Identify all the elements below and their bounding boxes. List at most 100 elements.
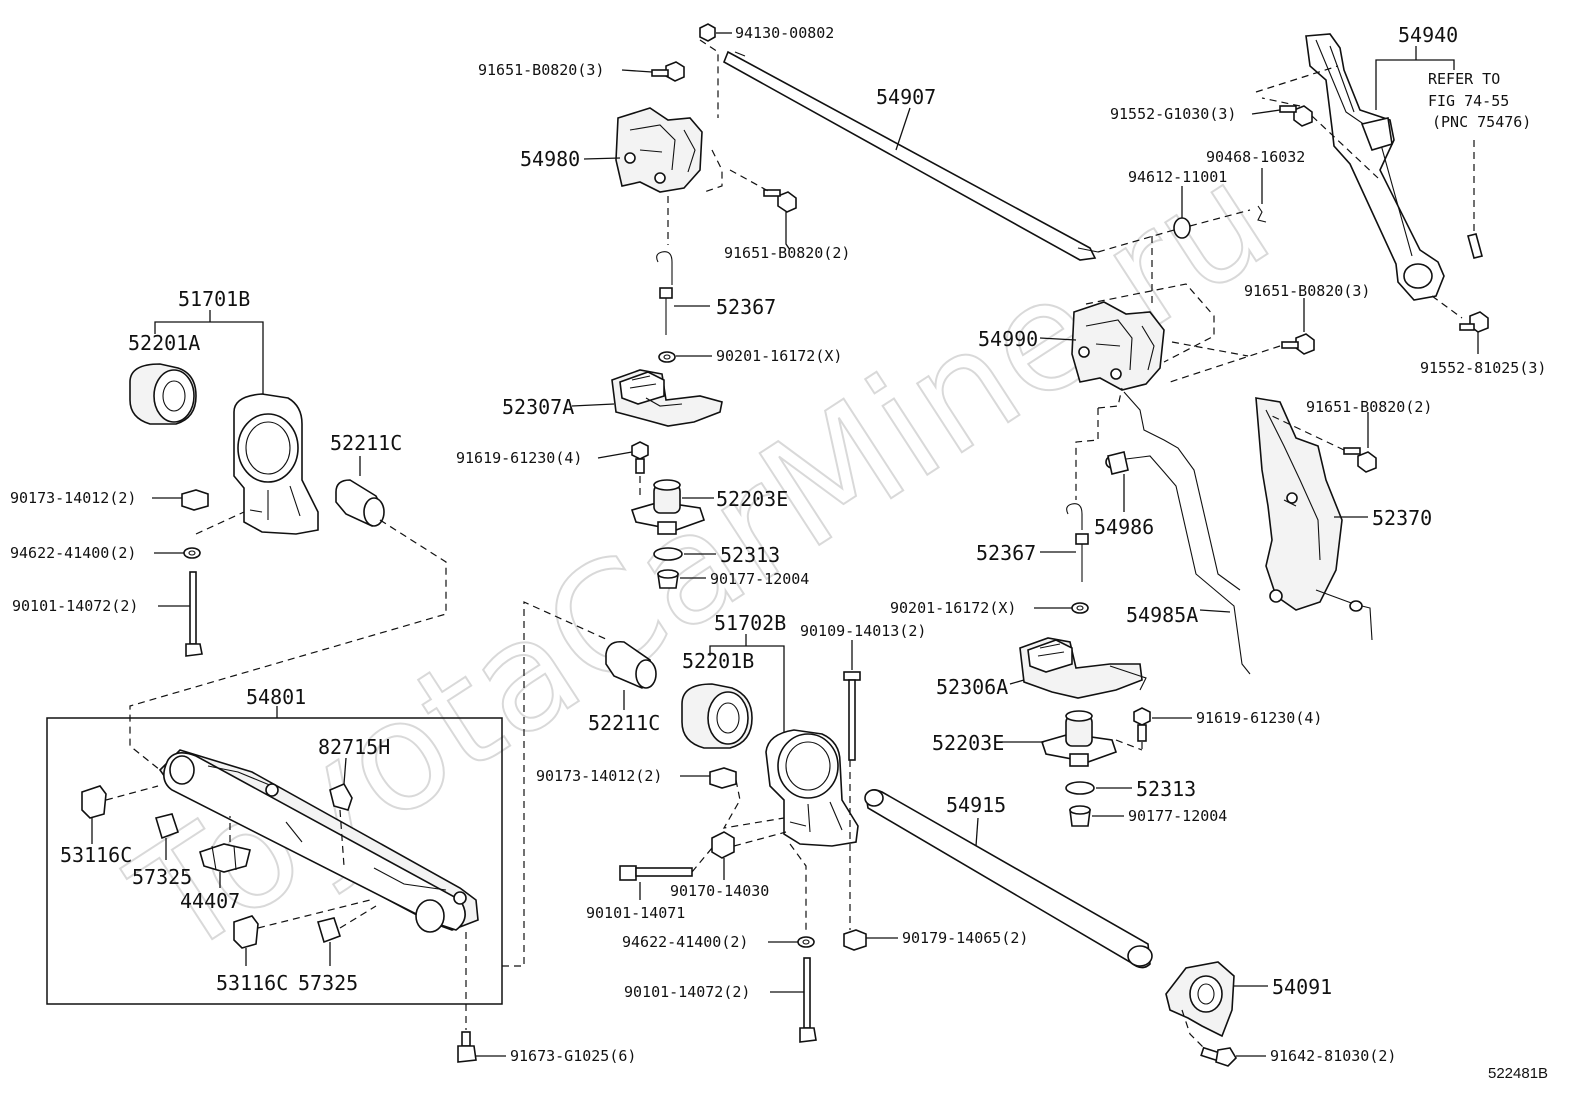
part-91619-bolt-a <box>631 441 649 474</box>
label-82715H: 82715H <box>318 735 390 759</box>
part-52307A-bracket <box>611 369 723 427</box>
part-54980-lock <box>615 107 703 193</box>
label-90101-14072-2-c: 90101-14072(2) <box>624 983 750 1001</box>
part-52203E-mount-a <box>630 479 706 535</box>
label-54907: 54907 <box>876 85 936 109</box>
part-52306A-bracket <box>1019 637 1147 699</box>
label-90173-14012-2-a: 90173-14012(2) <box>10 489 136 507</box>
part-90173-nut-b <box>709 767 737 789</box>
part-94622-washer-b <box>797 936 815 948</box>
label-91651-B0820-3-c: 91651-B0820(3) <box>1244 282 1370 300</box>
part-54907-rod <box>722 50 1099 261</box>
label-54801: 54801 <box>246 685 306 709</box>
label-91619-61230-4-a: 91619-61230(4) <box>456 449 582 467</box>
label-52203E-b: 52203E <box>932 731 1004 755</box>
part-52211C-sleeve-a <box>335 479 385 528</box>
label-94622-41400-2-a: 94622-41400(2) <box>10 544 136 562</box>
label-90170-14030: 90170-14030 <box>670 882 769 900</box>
label-94622-41400-2-b: 94622-41400(2) <box>622 933 748 951</box>
part-52313-washer-a <box>653 547 683 561</box>
part-54986-link <box>1107 451 1129 475</box>
part-90170-nut <box>711 831 735 859</box>
part-90179-nut <box>843 929 867 951</box>
label-90101-14071: 90101-14071 <box>586 904 685 922</box>
part-54091-bracket <box>1165 961 1235 1038</box>
part-91651-bolt-d <box>1343 447 1377 473</box>
part-91619-bolt-b <box>1133 707 1151 742</box>
part-51701B-bracket <box>233 393 319 535</box>
part-91552-bolt-b <box>1459 311 1489 333</box>
label-51702B: 51702B <box>714 611 786 635</box>
part-90177-nut-a <box>657 569 679 589</box>
part-90101-bolt-a <box>185 571 203 657</box>
label-53116C-b: 53116C <box>216 971 288 995</box>
part-90201-washer-a <box>658 351 676 363</box>
part-53116C-clip-a <box>81 785 107 819</box>
label-51701B: 51701B <box>178 287 250 311</box>
label-94612-11001: 94612-11001 <box>1128 168 1227 186</box>
label-90109-14013-2: 90109-14013(2) <box>800 622 926 640</box>
part-91673-bolt <box>457 1031 477 1063</box>
label-52313-a: 52313 <box>720 543 780 567</box>
part-94612-washer <box>1173 217 1191 239</box>
label-52370: 52370 <box>1372 506 1432 530</box>
part-91642-bolt <box>1200 1046 1238 1067</box>
label-91552-G1030-3: 91552-G1030(3) <box>1110 105 1236 123</box>
part-52367-hook-b <box>1066 503 1089 582</box>
part-54990-lock <box>1071 301 1165 391</box>
part-52367-hook-a <box>656 251 673 335</box>
label-90177-12004-b: 90177-12004 <box>1128 807 1227 825</box>
label-52307A: 52307A <box>502 395 574 419</box>
label-91651-B0820-3-a: 91651-B0820(3) <box>478 61 604 79</box>
label-54990: 54990 <box>978 327 1038 351</box>
part-94622-washer-a <box>183 547 201 559</box>
label-90101-14072-2-a: 90101-14072(2) <box>12 597 138 615</box>
label-90201-16172-X-a: 90201-16172(X) <box>716 347 842 365</box>
label-91651-B0820-2-b: 91651-B0820(2) <box>724 244 850 262</box>
label-54091: 54091 <box>1272 975 1332 999</box>
note-line-1: REFER TO <box>1428 70 1500 88</box>
part-51702B-bracket <box>765 729 859 847</box>
part-52370-bracket <box>1255 397 1373 641</box>
label-57325-a: 57325 <box>132 865 192 889</box>
label-54986: 54986 <box>1094 515 1154 539</box>
label-57325-b: 57325 <box>298 971 358 995</box>
part-94130-nut <box>699 23 716 42</box>
part-91552-bolt-a <box>1279 105 1313 127</box>
label-52367-b: 52367 <box>976 541 1036 565</box>
part-91651-bolt-c <box>1281 333 1315 355</box>
label-94130-00802: 94130-00802 <box>735 24 834 42</box>
part-54915-rod <box>864 788 1153 969</box>
label-52201B: 52201B <box>682 649 754 673</box>
label-90468-16032: 90468-16032 <box>1206 148 1305 166</box>
note-line-2: FIG 74-55 <box>1428 92 1509 110</box>
label-90179-14065-2: 90179-14065(2) <box>902 929 1028 947</box>
label-52201A: 52201A <box>128 331 200 355</box>
label-52211C-b: 52211C <box>588 711 660 735</box>
part-90177-nut-b <box>1069 805 1091 827</box>
part-54801-crossmember <box>158 749 479 933</box>
label-53116C-a: 53116C <box>60 843 132 867</box>
part-90468-clip <box>1257 205 1267 223</box>
label-90201-16172-X-b: 90201-16172(X) <box>890 599 1016 617</box>
label-91642-81030-2: 91642-81030(2) <box>1270 1047 1396 1065</box>
note-line-3: (PNC 75476) <box>1432 113 1531 131</box>
part-52313-washer-b <box>1065 781 1095 795</box>
label-54985A: 54985A <box>1126 603 1198 627</box>
part-52203E-mount-b <box>1040 710 1118 767</box>
label-91651-B0820-2-d: 91651-B0820(2) <box>1306 398 1432 416</box>
part-91651-bolt-a <box>651 61 685 82</box>
part-90101-bolt-c <box>799 957 817 1043</box>
part-57325-pad-b <box>316 917 342 944</box>
label-44407: 44407 <box>180 889 240 913</box>
label-90177-12004-a: 90177-12004 <box>710 570 809 588</box>
label-54980: 54980 <box>520 147 580 171</box>
label-52313-b: 52313 <box>1136 777 1196 801</box>
part-44407-bracket <box>199 843 251 873</box>
part-54940-lever <box>1305 33 1445 301</box>
part-90109-bolt <box>843 671 861 761</box>
part-82715H-clip <box>329 782 353 811</box>
part-53116C-clip-b <box>233 915 259 949</box>
label-54915: 54915 <box>946 793 1006 817</box>
part-90201-washer-b <box>1071 602 1089 614</box>
